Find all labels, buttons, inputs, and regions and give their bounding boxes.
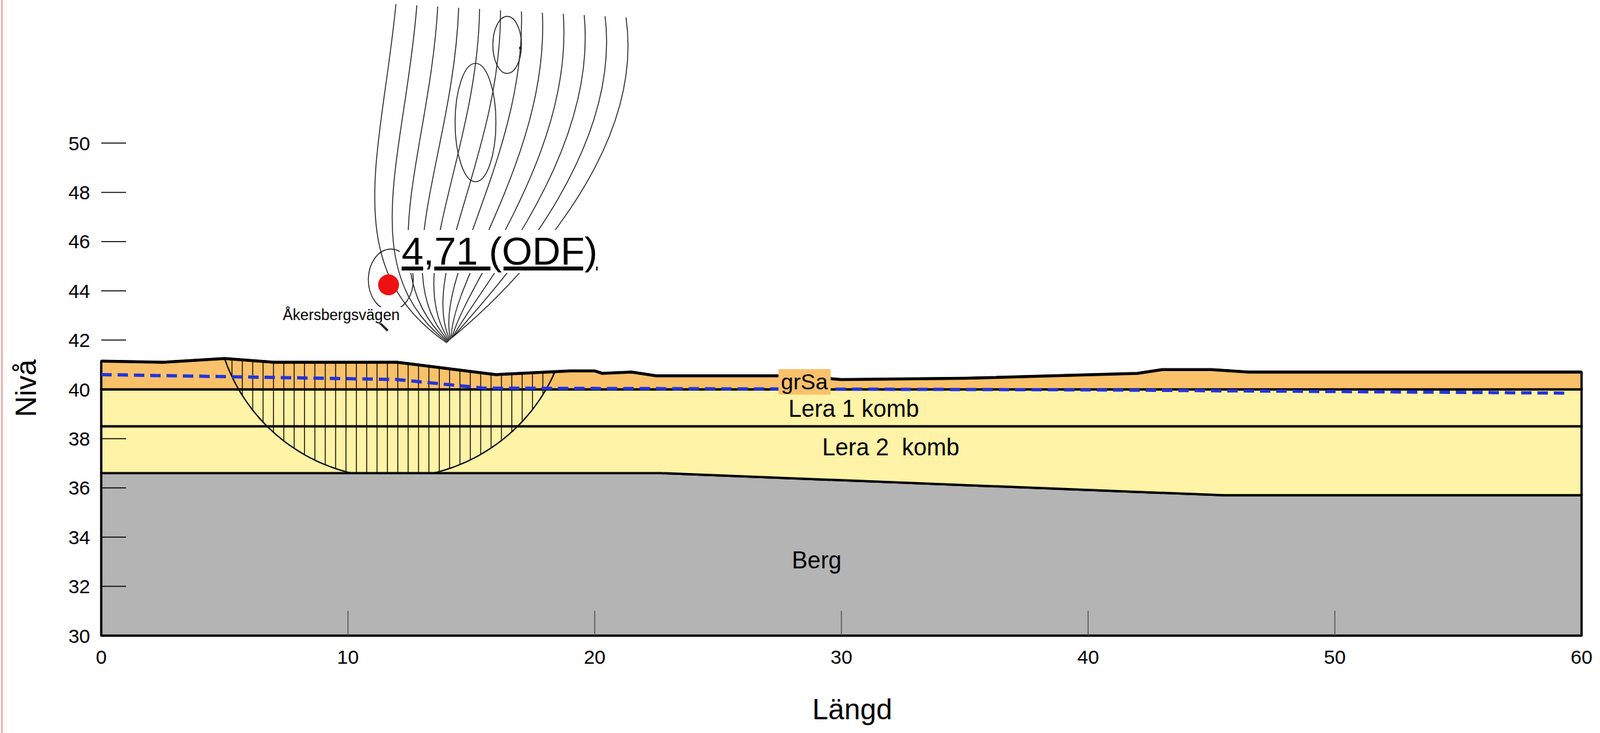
contour-line (391, 5, 448, 343)
slip-hatching (231, 359, 554, 473)
tick (101, 536, 127, 538)
tick (347, 610, 349, 636)
contour-dot (519, 47, 522, 49)
contour-line (452, 15, 586, 337)
tick-label: 50 (1323, 645, 1346, 668)
hatch-line (500, 374, 502, 441)
tick (841, 610, 843, 636)
layer-name: grSa (781, 369, 829, 394)
hatch-line (438, 367, 440, 472)
layer-name: Lera 1 komb (788, 395, 919, 422)
hatch-line (293, 362, 295, 449)
hatch-line (532, 372, 533, 410)
axis-title: Nivå (10, 359, 42, 417)
slip-circle (224, 358, 556, 473)
annotation: Åkersbergsvägen (280, 306, 402, 324)
sand-layer (101, 358, 1582, 390)
soil-layer-label: grSa (778, 368, 831, 395)
tick (101, 240, 127, 243)
clay-layer (101, 426, 1582, 496)
frame-edge (1, 0, 3, 733)
tick-label: 10 (336, 645, 359, 668)
tick (101, 388, 127, 390)
hatch-line (262, 361, 264, 422)
ground-surface (101, 358, 1582, 380)
contour-line (408, 6, 448, 342)
axis-title: Längd (812, 693, 893, 725)
rock-layer (101, 472, 1582, 636)
tick-label: 42 (68, 329, 91, 351)
tick-label: 36 (68, 476, 91, 499)
hatch-line (252, 360, 253, 411)
soil-profile (101, 143, 1582, 636)
contour-line (453, 17, 629, 337)
clay-layer (101, 389, 1582, 427)
hatch-line (304, 362, 305, 455)
terrain-contours (363, 3, 628, 343)
tick-label: 34 (68, 526, 91, 548)
tick (594, 610, 596, 636)
tick (1087, 610, 1089, 636)
hatch-line (407, 363, 409, 474)
tick-label: 50 (68, 132, 91, 155)
hatch-line (521, 372, 523, 422)
tick (101, 585, 127, 588)
tick-label: 44 (68, 280, 91, 302)
tick (101, 142, 127, 144)
tick-label: 46 (68, 230, 91, 253)
tick-label: 38 (68, 427, 91, 450)
tick (1334, 610, 1336, 636)
tick (101, 438, 127, 440)
tick-label: 60 (1570, 645, 1593, 668)
hatch-line (272, 361, 274, 432)
hatch-line (511, 373, 512, 432)
contour-line (453, 16, 607, 337)
contour-line (455, 63, 497, 182)
soil-layer-label: Berg (789, 546, 845, 575)
hatch-line (490, 373, 492, 448)
soil-layer-label: Lera 2 komb (819, 433, 962, 462)
tick-label: 48 (68, 181, 91, 204)
layer-name: Lera 2 komb (822, 434, 960, 461)
groundwater-line (101, 374, 1565, 393)
hatch-line (376, 362, 378, 474)
hatch-line (542, 372, 544, 395)
tick (101, 487, 127, 489)
layer-name: Berg (792, 547, 842, 574)
contour-line (493, 16, 522, 74)
critical-point (378, 274, 400, 296)
tick-label: 30 (830, 645, 853, 668)
contour-line (451, 13, 565, 338)
hatch-line (470, 370, 471, 460)
tick (101, 339, 127, 341)
tick-label: 32 (68, 575, 91, 597)
hatch-line (480, 372, 481, 454)
tick-label: 30 (68, 624, 91, 647)
hatch-line (283, 362, 285, 441)
contour-line (448, 11, 522, 340)
hatch-line (324, 362, 326, 465)
contour-line (374, 3, 448, 343)
soil-layer-label: Lera 1 komb (785, 395, 922, 423)
tick (101, 289, 127, 292)
annotation: 4,71 (ODF) (399, 229, 600, 273)
contour-line (451, 12, 543, 339)
tick-label: 0 (96, 645, 108, 668)
hatch-line (231, 359, 233, 377)
tick (101, 634, 127, 637)
tick (101, 192, 127, 194)
tick-label: 40 (1077, 645, 1100, 668)
tick-label: 40 (68, 378, 91, 401)
tick-label: 20 (583, 645, 606, 668)
